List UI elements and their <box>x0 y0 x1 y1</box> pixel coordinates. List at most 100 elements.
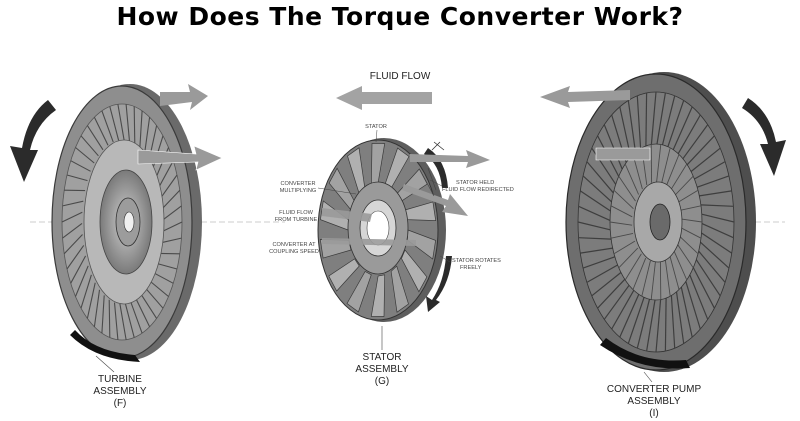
stator-held-label-line1: STATOR HELD <box>456 180 494 186</box>
pump-vane <box>627 100 637 153</box>
pump-inner-vane <box>609 221 633 226</box>
pump-vane <box>689 274 709 320</box>
turbine-vane <box>156 262 178 270</box>
stator-blade-line-1 <box>419 169 435 197</box>
pump-vane <box>675 291 685 344</box>
turbine-vane <box>161 205 182 222</box>
pump-vane <box>603 124 623 170</box>
converter-pump-assembly <box>565 72 756 372</box>
pump-vane <box>692 267 715 309</box>
turbine-caption-line2: ASSEMBLY <box>93 386 146 397</box>
turbine-vane <box>62 200 84 207</box>
pump-vane <box>655 299 662 353</box>
turbine-vane <box>130 301 143 334</box>
pump-vane <box>696 175 730 188</box>
pump-vane <box>701 213 735 223</box>
converter-multiplying-label-line2: MULTIPLYING <box>280 188 316 194</box>
pump-vane <box>694 161 726 180</box>
pump-inner-vane <box>641 260 651 297</box>
turbine-vane <box>66 245 85 270</box>
stator-exit-flow-arrow <box>410 150 490 168</box>
turbine-vane <box>140 293 158 319</box>
stator-held-label-line2: FLUID FLOW REDIRECTED <box>442 187 514 193</box>
turbine-vane <box>157 160 174 189</box>
pump-vane <box>701 223 734 239</box>
pump-vane <box>611 290 635 330</box>
pump-caption-leader-line <box>643 371 653 383</box>
pump-inner-vane <box>618 247 639 269</box>
coupling-flow-arrow <box>322 238 416 246</box>
pump-inner-vane <box>676 189 699 204</box>
pump-vane <box>686 135 715 166</box>
pump-vane <box>650 91 657 145</box>
turbine-vane <box>124 303 135 338</box>
stator-lower-rotation-arrow-icon <box>426 256 452 312</box>
turbine-vane <box>108 299 111 338</box>
pump-vane <box>699 241 730 269</box>
page-title: How Does The Torque Converter Work? <box>116 2 684 31</box>
pump-flow-arrow-lower <box>595 147 651 161</box>
pump-vane <box>636 299 651 349</box>
turbine-vane <box>160 237 182 244</box>
turbine-vane <box>80 135 99 157</box>
pump-vane <box>603 284 630 320</box>
pump-vane <box>700 204 734 207</box>
pump-vane <box>646 299 656 352</box>
pump-inner-vane <box>678 205 702 212</box>
turbine-caption-leader-line <box>95 355 115 373</box>
turbine-vane <box>161 189 181 210</box>
pump-caption-line1: CONVERTER PUMP <box>607 384 702 395</box>
pump-vane <box>619 294 640 338</box>
turbine-vane <box>119 303 127 340</box>
turbine-assembly <box>51 84 202 362</box>
turbine-vane <box>135 298 151 328</box>
turbine-vane <box>149 280 169 297</box>
pump-vane <box>672 106 693 150</box>
turbine-vane <box>63 234 83 255</box>
pump-vane <box>582 256 616 269</box>
stator-rotates-label-line2: FREELY <box>460 265 482 271</box>
stator-label: STATOR <box>365 124 387 130</box>
turbine-vane <box>161 221 183 233</box>
turbine-vane <box>133 106 136 145</box>
pump-vane <box>586 161 614 194</box>
turbine-vane <box>117 104 125 141</box>
pump-inner-vane <box>610 232 634 239</box>
pump-inner-vane <box>665 154 680 187</box>
turbine-vane <box>125 104 131 142</box>
stator-assembly <box>317 138 446 322</box>
fluid-flow-label: FLUID FLOW <box>370 71 431 82</box>
turbine-vane <box>75 147 95 164</box>
pump-vane <box>698 250 726 283</box>
converter-coupling-label-line1: CONVERTER AT <box>273 242 317 248</box>
turbine-vane <box>93 116 109 146</box>
pump-inner-vane <box>650 261 656 300</box>
turbine-vane <box>70 160 91 172</box>
pump-vane <box>636 95 642 149</box>
pump-vane <box>701 232 733 254</box>
turbine-vane <box>66 174 88 182</box>
pump-vane <box>695 259 721 297</box>
pump-inner-vane <box>679 226 702 239</box>
pump-caption-line3: (I) <box>649 408 658 419</box>
converter-multiplying-leader-line <box>317 187 357 195</box>
turbine-caption-line1: TURBINE <box>98 374 142 385</box>
stator-caption-line1: STATOR <box>363 352 402 363</box>
pump-inner-vane <box>618 175 636 202</box>
pump-vane <box>577 221 611 231</box>
pump-vane <box>677 114 701 154</box>
pump-inner-vane <box>624 253 642 281</box>
pump-inner-vane <box>624 163 640 195</box>
pump-vane <box>685 281 701 330</box>
pump-vanes <box>577 91 735 353</box>
pump-inner-vane <box>672 249 688 281</box>
turbine-vane <box>139 110 143 149</box>
stator-held-leader-line <box>429 179 443 187</box>
stator-rotates-label-line1: STATOR ROTATES <box>452 258 501 264</box>
pump-vane <box>664 298 667 352</box>
pump-vane <box>682 124 709 160</box>
fluid-flow-from-turbine-label-line1: FLUID FLOW <box>279 210 314 216</box>
turbine-vane <box>86 282 96 319</box>
turbine-vane <box>143 117 151 155</box>
turbine-vane <box>101 295 105 334</box>
